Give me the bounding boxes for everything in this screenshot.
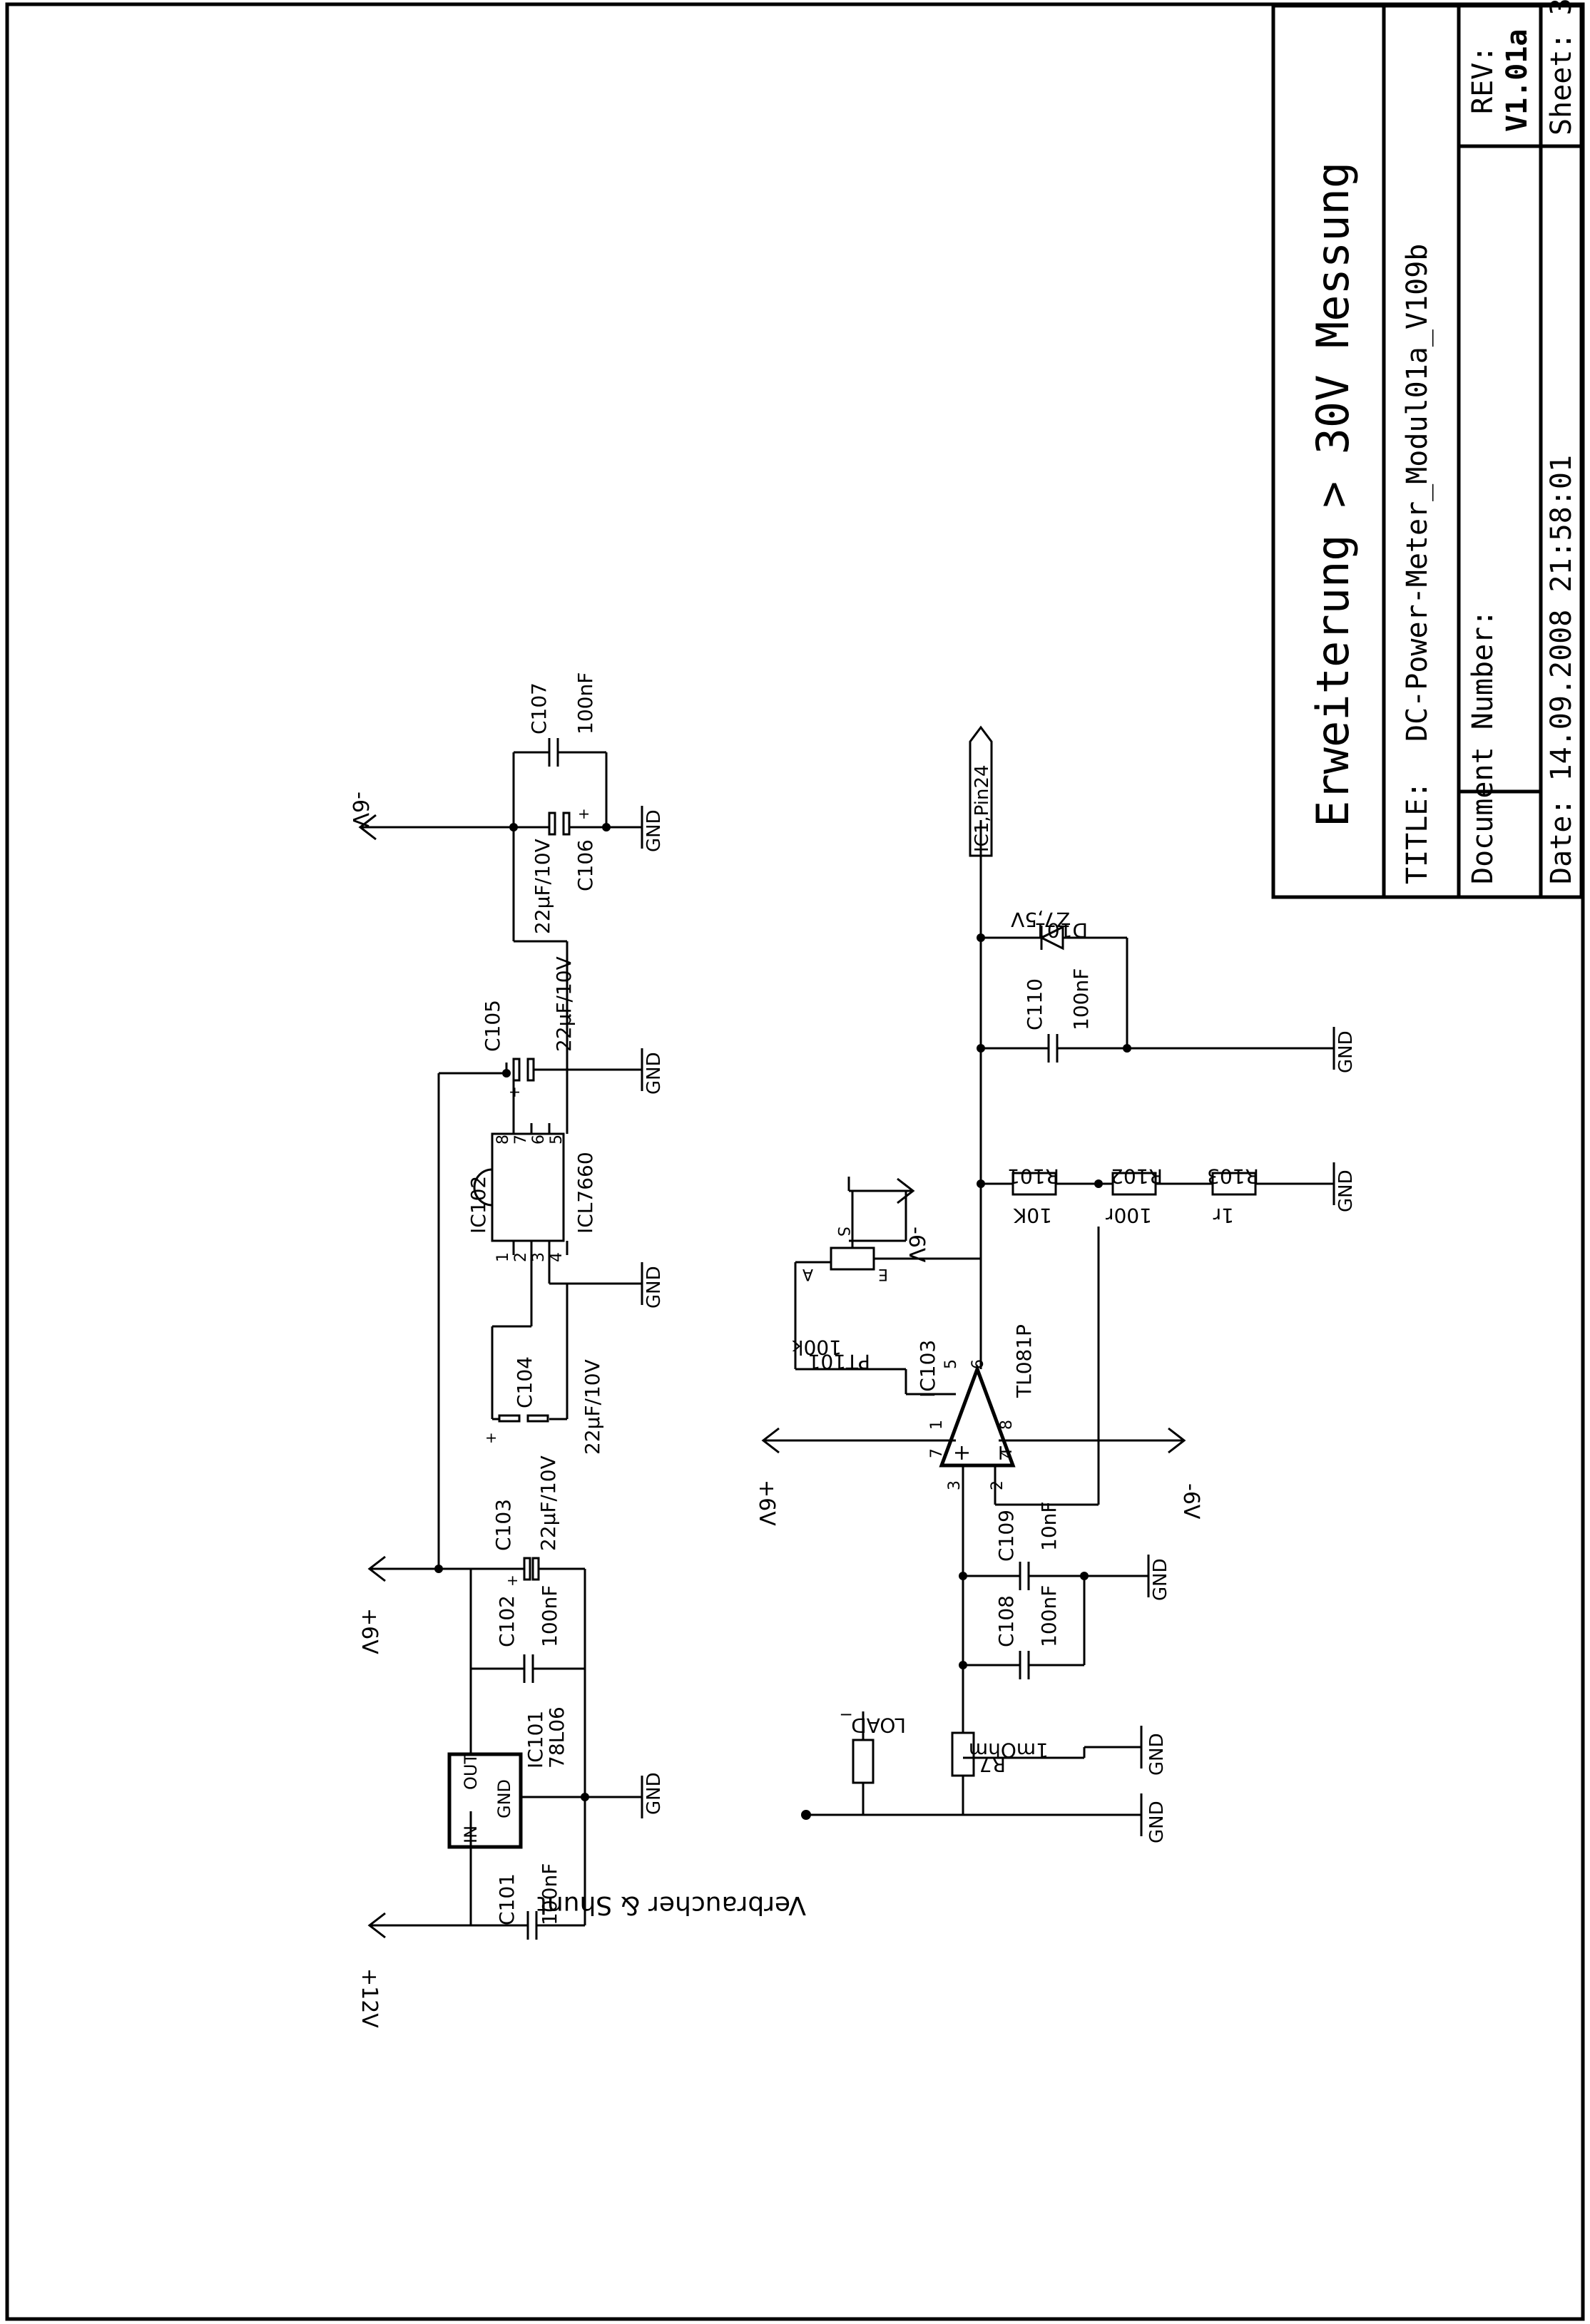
ic102-pin2: 2 xyxy=(512,1252,530,1262)
ic103-pin8: 8 xyxy=(998,1420,1016,1430)
sheet-border xyxy=(5,2,1585,2321)
title-value: DC-Power-Meter_Modul01a_V109b xyxy=(1401,244,1434,742)
pt101-ref: PT101 xyxy=(808,1350,870,1373)
gnd-label-1: GND xyxy=(643,1772,665,1815)
c105-polarity: + xyxy=(506,1086,523,1098)
d101-value: Z7,5V xyxy=(1011,908,1070,931)
net-label-ic1-pin24: IC1,Pin24 xyxy=(972,764,993,852)
ic102-pin4: 4 xyxy=(548,1252,566,1262)
ic101-ref: IC101 xyxy=(524,1711,547,1768)
c101-value: 100nF xyxy=(538,1863,561,1925)
c108-value: 100nF xyxy=(1037,1585,1061,1647)
c104-polarity: + xyxy=(482,1432,499,1444)
c102-ref: C102 xyxy=(495,1595,519,1647)
r102-ref: R102 xyxy=(1111,1164,1163,1188)
ic103-minus: − xyxy=(988,1444,1013,1462)
ic102-pin3: 3 xyxy=(530,1252,548,1262)
ic103-pin6: 6 xyxy=(969,1359,987,1369)
c103-polarity: + xyxy=(504,1575,521,1587)
ic103-pin1: 1 xyxy=(928,1420,946,1430)
ic103-plus: + xyxy=(949,1444,974,1462)
rev-label: REV: xyxy=(1467,46,1499,114)
r101-value: 10K xyxy=(1013,1204,1052,1227)
ic103-value: TL081P xyxy=(1012,1324,1036,1398)
pt101-pin-a: A xyxy=(802,1265,813,1283)
gnd-label-2: GND xyxy=(643,1266,665,1309)
gnd-label-9: GND xyxy=(1335,1030,1357,1073)
c103-ref: C103 xyxy=(491,1499,515,1551)
r102-value: 100r xyxy=(1106,1204,1152,1227)
date-field: Date: 14.09.2008 21:58:01 xyxy=(1545,455,1578,884)
gnd-label-4: GND xyxy=(643,809,665,852)
c110-value: 100nF xyxy=(1069,968,1093,1030)
measurement-section: Verbraucher & Shunt LOAD_ R7 1mOhm GND G… xyxy=(537,725,1357,1920)
ic103-pin7: 7 xyxy=(928,1448,946,1458)
ic102-ref: IC102 xyxy=(467,1176,490,1234)
ic103-body xyxy=(939,1363,1016,1468)
c102-value: 100nF xyxy=(538,1585,561,1647)
c105-value: 22µF/10V xyxy=(552,956,576,1052)
ic102-body xyxy=(491,1132,565,1242)
rev-value: V1.01a xyxy=(1501,29,1534,133)
title-block: Erweiterung > 30V Messung TITLE: DC-Powe… xyxy=(1271,0,1584,899)
c106-value: 22µF/10V xyxy=(531,839,554,934)
c104-ref: C104 xyxy=(513,1356,536,1408)
c106-polarity: + xyxy=(575,808,592,820)
c105-ref: C105 xyxy=(481,1000,504,1052)
net-label-plus12v: +12V xyxy=(357,1968,382,2028)
c106-ref: C106 xyxy=(574,839,597,891)
ic101-pin-gnd: GND xyxy=(494,1779,514,1818)
ic103-pin5: 5 xyxy=(942,1359,960,1369)
c107-value: 100nF xyxy=(574,672,597,734)
pt101-pin-e: E xyxy=(878,1265,888,1283)
ic103-pin2: 2 xyxy=(989,1480,1007,1490)
gnd-label-3: GND xyxy=(643,1052,665,1095)
r101-ref: R101 xyxy=(1007,1164,1059,1188)
net-label-plus6v-2: +6V xyxy=(754,1480,779,1526)
net-label-minus6v-2: -6V xyxy=(1178,1483,1203,1520)
ic103-ref: IC103 xyxy=(916,1340,939,1398)
c109-value: 10nF xyxy=(1037,1502,1061,1551)
ic101-value: 78L06 xyxy=(545,1706,569,1768)
ic102-pin7: 7 xyxy=(512,1135,530,1145)
ic101-pin-out: OUT xyxy=(461,1754,481,1790)
ic101-pin-in: IN xyxy=(461,1826,481,1843)
ic102-pin6: 6 xyxy=(530,1135,548,1145)
gnd-label-6: GND xyxy=(1146,1733,1168,1776)
c110-ref: C110 xyxy=(1023,978,1046,1030)
gnd-label-7: GND xyxy=(1150,1558,1171,1601)
gnd-label-8: GND xyxy=(1335,1169,1357,1212)
c103-value: 22µF/10V xyxy=(536,1455,560,1551)
ic102-value: ICL7660 xyxy=(574,1152,597,1234)
net-label-minus6v-3: -6V xyxy=(904,1227,929,1263)
offpage-connector-ic1-pin24 xyxy=(969,725,993,857)
pt101-pin-s: S xyxy=(834,1227,852,1237)
c108-ref: C108 xyxy=(994,1595,1018,1647)
title-main: Erweiterung > 30V Messung xyxy=(1307,162,1359,827)
ic102-pin1: 1 xyxy=(494,1252,512,1262)
sheet-field: Sheet: 3/3 xyxy=(1545,0,1578,135)
c107-ref: C107 xyxy=(527,682,551,734)
d101-ref: D101 xyxy=(1034,918,1088,942)
ic103-pin3: 3 xyxy=(946,1480,964,1490)
ic101-body xyxy=(447,1752,523,1849)
gnd-label-5: GND xyxy=(1146,1801,1168,1843)
section-label-load-shunt: Verbraucher & Shunt xyxy=(537,1890,806,1920)
title-label: TITLE: xyxy=(1401,782,1434,885)
ic103-pin4: 4 xyxy=(998,1448,1016,1458)
net-label-plus6v-1: +6V xyxy=(357,1608,382,1654)
c109-ref: C109 xyxy=(994,1510,1018,1562)
load-label: LOAD_ xyxy=(840,1714,906,1737)
c101-ref: C101 xyxy=(495,1873,519,1925)
net-label-minus6v-1: -6V xyxy=(347,792,372,828)
r103-value: 1r xyxy=(1213,1204,1234,1227)
ic102-pin8: 8 xyxy=(494,1135,512,1145)
ic102-pin5: 5 xyxy=(548,1135,566,1145)
pt101-value: 100k xyxy=(792,1336,842,1359)
r103-ref: R103 xyxy=(1207,1164,1259,1188)
document-number-label: Document Number: xyxy=(1467,610,1499,884)
c104-value: 22µF/10V xyxy=(581,1359,604,1455)
power-supply-section: +12V C101 100nF IN OUT GND IC101 78L06 G… xyxy=(347,672,665,2029)
